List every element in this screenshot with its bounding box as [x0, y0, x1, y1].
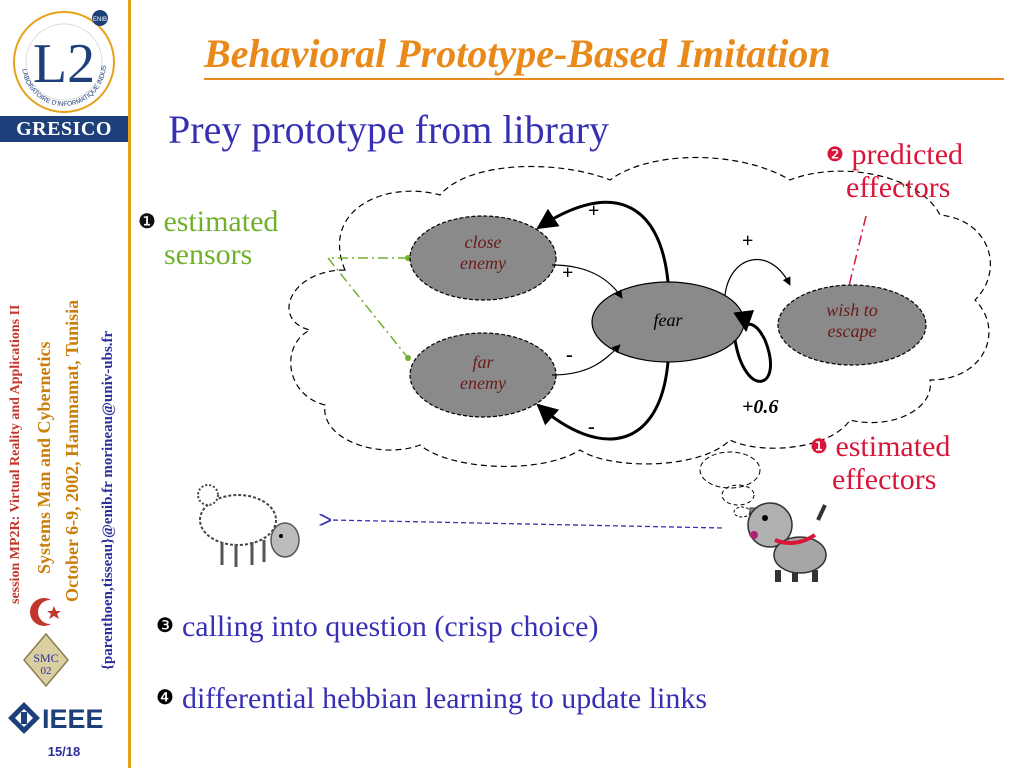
page-number: 15/18 [47, 744, 81, 759]
sign-far-to-fear: - [566, 344, 573, 366]
label-predicted-effectors: ❷ predicted effectors [826, 138, 963, 204]
l2-lab-logo: L2 ENIB LABORATOIRE D'INFORMATIQUE INDUS… [8, 4, 115, 113]
slide-title: Behavioral Prototype-Based Imitation [204, 31, 831, 76]
node-close-enemy-line2: enemy [460, 252, 506, 273]
label-estimated-sensors-line2: sensors [164, 238, 253, 271]
edge-far-to-fear [551, 344, 621, 376]
node-wish-to-escape [777, 284, 927, 366]
sign-fear-to-close: + [588, 200, 600, 222]
node-wish-line2: escape [827, 320, 877, 341]
label-estimated-effectors-num: ❶ [810, 434, 828, 458]
node-fear-label: fear [653, 310, 683, 330]
crescent-star-emblem: SMC 02 [23, 598, 69, 688]
node-wish-label: wish to escape [792, 300, 912, 341]
label-estimated-sensors: ❶ estimated sensors [138, 205, 278, 271]
org-band: GRESICO [0, 116, 128, 142]
sign-fear-to-far: - [588, 416, 595, 438]
cloud-bubble-small [733, 506, 751, 518]
bullet-calling-into-question: ❸ calling into question (crisp choice) [156, 610, 598, 644]
sidebar: L2 ENIB LABORATOIRE D'INFORMATIQUE INDUS… [0, 0, 128, 768]
thought-cloud [288, 157, 991, 467]
sign-close-to-fear: + [562, 262, 574, 284]
label-estimated-effectors-line1: estimated [835, 430, 951, 463]
label-estimated-sensors-line1: estimated [163, 205, 279, 238]
bullet-num-4: ❹ [156, 685, 174, 709]
dog-illustration [747, 502, 827, 582]
effector-link-line [847, 215, 867, 291]
slide-subtitle: Prey prototype from library [168, 107, 609, 152]
sign-fear-to-wish: + [742, 230, 754, 252]
label-estimated-effectors-line2: effectors [832, 463, 937, 496]
ieee-logo [8, 702, 40, 734]
node-close-enemy-line1: close [464, 232, 502, 252]
bullet-text-3: calling into question (crisp choice) [181, 610, 599, 643]
edge-fear-to-wish [724, 258, 791, 296]
cloud-bubble-medium [721, 484, 755, 506]
edge-fear-to-close [536, 200, 670, 283]
logo-badge: ENIB [93, 17, 107, 23]
node-far-enemy-line2: enemy [460, 372, 506, 393]
label-predicted-effectors-line1: predicted [851, 138, 964, 171]
sheep-illustration [197, 484, 300, 567]
node-far-enemy-line1: far [472, 352, 494, 372]
node-close-enemy [409, 215, 557, 301]
title-underline [204, 78, 1004, 80]
smc-badge-line2: 02 [41, 665, 52, 677]
node-far-enemy-label: far enemy [423, 352, 543, 393]
sign-fear-self: +0.6 [742, 396, 779, 418]
edge-close-to-fear [551, 264, 623, 299]
edge-fear-to-far [536, 361, 670, 441]
bullet-text-4: differential hebbian learning to update … [181, 682, 708, 715]
imitation-arrow [330, 520, 723, 529]
edge-fear-self-loop [733, 309, 772, 383]
node-close-enemy-label: close enemy [423, 232, 543, 273]
ieee-label: IEEE [42, 704, 104, 734]
label-estimated-effectors: ❶ estimated effectors [810, 430, 950, 496]
cloud-bubble-large [699, 451, 761, 489]
sensor-link-line [326, 257, 409, 359]
bullet-num-3: ❸ [156, 613, 174, 637]
bullet-hebbian-learning: ❹ differential hebbian learning to update… [156, 682, 707, 716]
label-predicted-effectors-line2: effectors [846, 171, 951, 204]
label-predicted-effectors-num: ❷ [826, 142, 844, 166]
sidebar-divider [128, 0, 131, 768]
smc-badge-line1: SMC [33, 651, 58, 665]
logo-text: L2 [33, 33, 95, 95]
node-wish-line1: wish to [826, 300, 878, 320]
label-estimated-sensors-num: ❶ [138, 209, 156, 233]
